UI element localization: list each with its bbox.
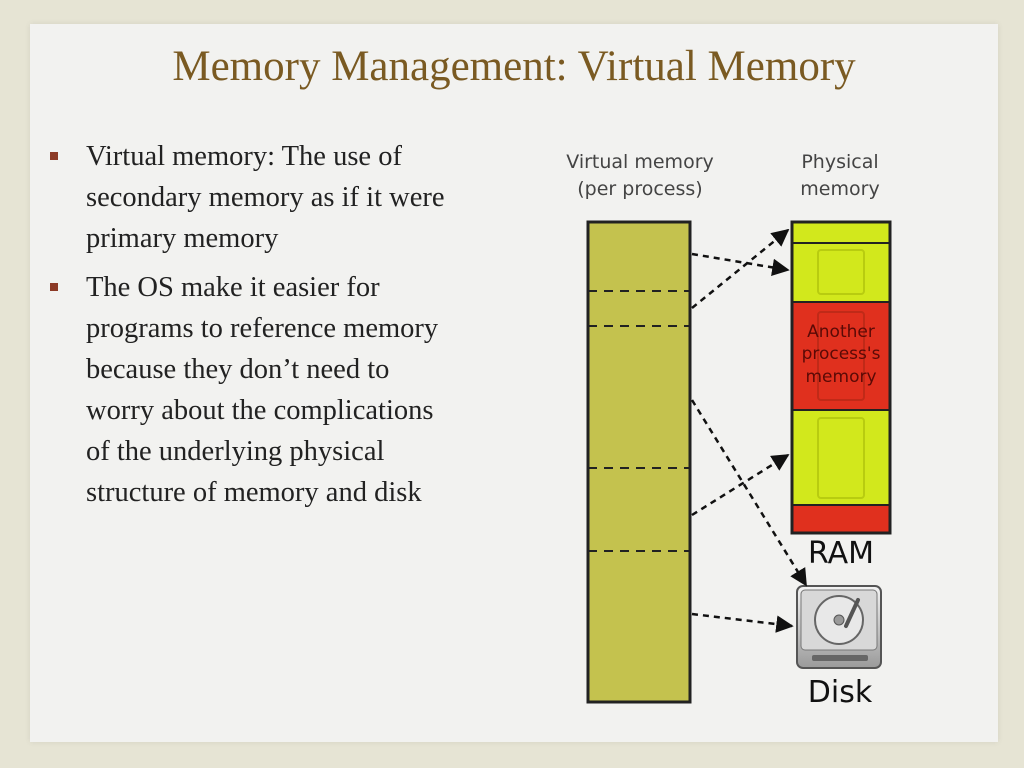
bullet-item-1: Virtual memory: The use of secondary mem… (50, 136, 460, 259)
other-process-label: process's (802, 344, 881, 364)
virtual-memory-sublabel: (per process) (577, 178, 702, 200)
virtual-memory-label: Virtual memory (566, 151, 714, 173)
virtual-page-dividers (588, 290, 690, 552)
slide-title: Memory Management: Virtual Memory (172, 43, 856, 90)
other-process-label: Another (807, 322, 875, 342)
disk-icon (796, 585, 882, 669)
disk-label: Disk (808, 675, 873, 710)
physical-memory-label: Physical (801, 151, 878, 173)
virtual-memory-bar (586, 220, 692, 704)
ram-bar (790, 220, 892, 535)
bullet-marker (50, 152, 58, 160)
physical-memory-sublabel: memory (800, 178, 879, 200)
other-process-label: memory (805, 367, 876, 387)
bullet-list: Virtual memory: The use of secondary mem… (50, 136, 460, 521)
bullet-marker (50, 283, 58, 291)
ram-label: RAM (808, 536, 874, 571)
bullet-text: The OS make it easier for programs to re… (86, 272, 439, 508)
bullet-item-2: The OS make it easier for programs to re… (50, 267, 460, 513)
mapping-arrows (690, 228, 808, 633)
bullet-text: Virtual memory: The use of secondary mem… (86, 141, 445, 254)
